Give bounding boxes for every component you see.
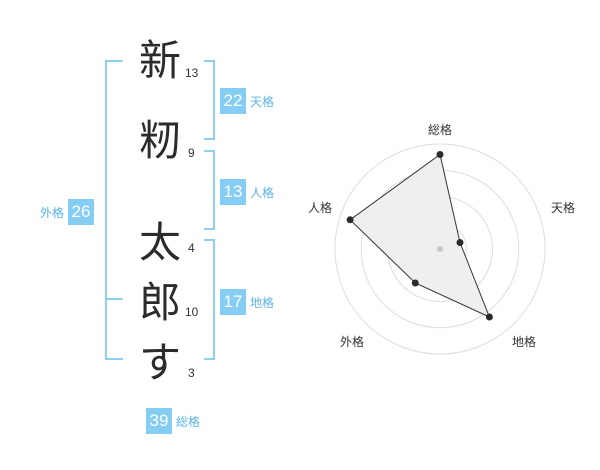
radar-point: [436, 151, 444, 158]
name-char-4: 郎: [139, 278, 182, 327]
soukaku-badge: 39 総格: [146, 408, 200, 434]
radar-label-soukaku: 総格: [428, 122, 452, 137]
radar-point: [346, 216, 354, 224]
jinkaku-label: 人格: [250, 185, 275, 200]
gaikaku-value: 26: [68, 199, 95, 225]
chikaku-label: 地格: [250, 295, 275, 310]
tenkaku-label: 天格: [250, 94, 275, 109]
soukaku-label: 総格: [176, 414, 201, 429]
name-char-1: 新: [139, 36, 182, 85]
tenkaku-bracket: [204, 60, 215, 140]
gaikaku-badge: 外格 26: [40, 199, 95, 225]
radar-point: [456, 239, 464, 246]
radar-point: [485, 313, 493, 321]
gaikaku-label: 外格: [40, 205, 65, 220]
stroke-count-4: 10: [185, 305, 199, 319]
radar-point: [411, 279, 419, 287]
stroke-count-3: 4: [188, 241, 195, 255]
jinkaku-badge: 13 人格: [220, 179, 274, 205]
tenkaku-value: 22: [220, 88, 246, 114]
stroke-count-1: 13: [185, 66, 199, 80]
name-char-3: 太: [139, 218, 182, 267]
radar-label-gaikaku: 外格: [340, 334, 364, 349]
stroke-count-5: 3: [188, 366, 195, 380]
jinkaku-bracket: [204, 150, 215, 230]
chikaku-badge: 17 地格: [220, 289, 274, 315]
radar-center-dot: [437, 246, 443, 252]
soukaku-value: 39: [146, 408, 172, 434]
stroke-count-2: 9: [188, 146, 195, 160]
gaikaku-bracket: [105, 60, 123, 360]
radar-label-chikaku: 地格: [512, 334, 536, 349]
name-char-5: す: [139, 338, 182, 387]
radar-polygon: [349, 153, 491, 318]
name-char-2: 籾: [139, 116, 182, 165]
radar-ring: [334, 143, 546, 355]
chikaku-bracket: [204, 239, 215, 360]
jinkaku-value: 13: [220, 179, 246, 205]
radar-label-jinkaku: 人格: [308, 200, 332, 215]
chikaku-value: 17: [220, 289, 246, 315]
radar-label-tenkaku: 天格: [551, 200, 575, 215]
tenkaku-badge: 22 天格: [220, 88, 274, 114]
